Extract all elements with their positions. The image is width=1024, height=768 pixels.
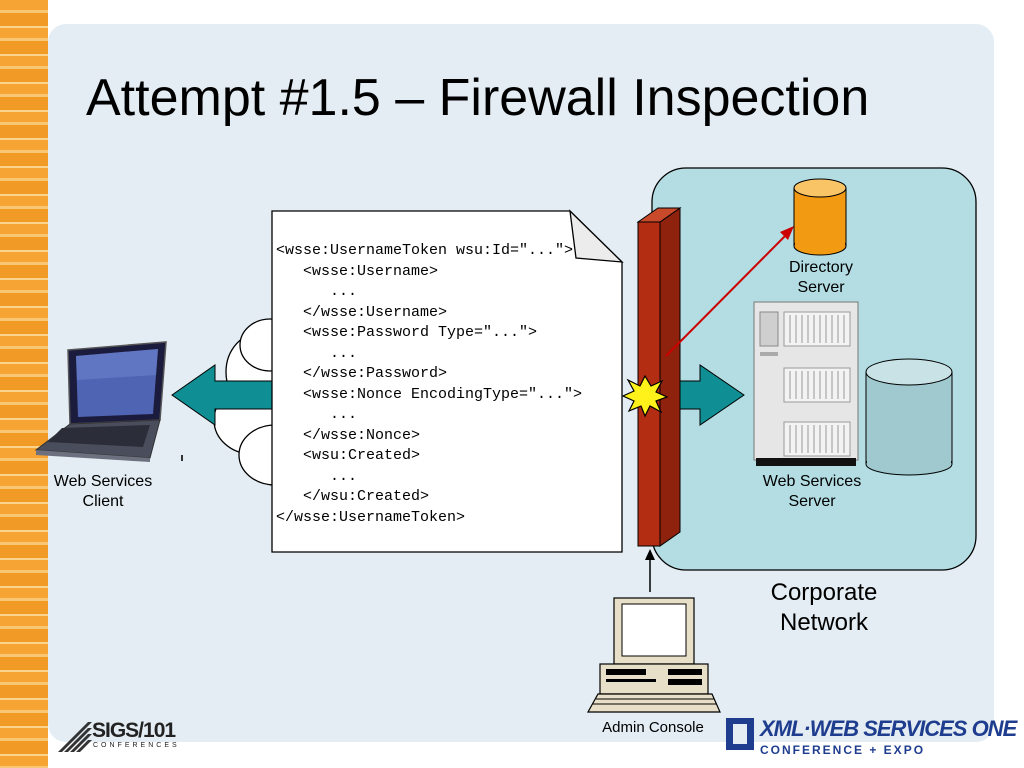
document-line: <wsu:Created>	[276, 447, 421, 464]
soap-document-text: <wsse:UsernameToken wsu:Id="..."> <wsse:…	[276, 241, 582, 528]
sigs-logo-subtext: CONFERENCES	[93, 742, 180, 749]
laptop-icon	[34, 341, 167, 462]
document-line: </wsu:Created>	[276, 488, 430, 505]
sigs-logo-text: SIGS/101	[92, 719, 176, 742]
document-line: <wsse:Nonce EncodingType="...">	[276, 385, 583, 403]
document-line: </wsse:Nonce>	[276, 426, 421, 444]
xml-logo-subtext: CONFERENCE + EXPO	[760, 743, 926, 757]
document-line: ...	[276, 467, 358, 485]
sigs-logo-mark	[58, 722, 92, 752]
soap-document	[271, 210, 623, 553]
admin-link-arrowhead	[645, 549, 655, 560]
document-line: <wsse:Password Type="...">	[276, 324, 538, 341]
document-line: ...	[276, 283, 358, 300]
web-services-server-label: Web Services Server	[762, 473, 862, 510]
document-line: <wsse:UsernameToken wsu:Id="...">	[276, 242, 574, 259]
document-line: </wsse:Username>	[276, 303, 448, 321]
alert-burst-icon	[621, 374, 669, 418]
document-line: </wsse:Password>	[276, 365, 448, 382]
directory-server-icon	[793, 178, 847, 256]
small-mark	[181, 455, 183, 461]
inspection-arrow-line	[665, 232, 789, 357]
document-line: </wsse:UsernameToken>	[276, 508, 466, 526]
corporate-network-label: Corporate Network	[770, 579, 878, 636]
directory-server-label: Directory Server	[788, 259, 853, 296]
xml-logo-text: XML·WEB SERVICES ONE	[760, 716, 1017, 741]
client-label: Web Services Client	[53, 473, 153, 510]
admin-console-label: Admin Console	[602, 719, 704, 736]
document-line: ...	[276, 344, 358, 362]
inspection-arrowhead	[780, 226, 794, 240]
document-line: ...	[276, 406, 358, 423]
web-server-tower-icon	[753, 301, 859, 466]
admin-computer-icon	[586, 597, 721, 713]
decorative-stripe	[0, 0, 48, 768]
document-line: <wsse:Username>	[276, 262, 439, 280]
xml-logo-mark	[726, 718, 754, 750]
storage-cylinder-icon	[865, 358, 953, 476]
slide-title: Attempt #1.5 – Firewall Inspection	[86, 69, 870, 127]
document-fold	[569, 209, 624, 263]
